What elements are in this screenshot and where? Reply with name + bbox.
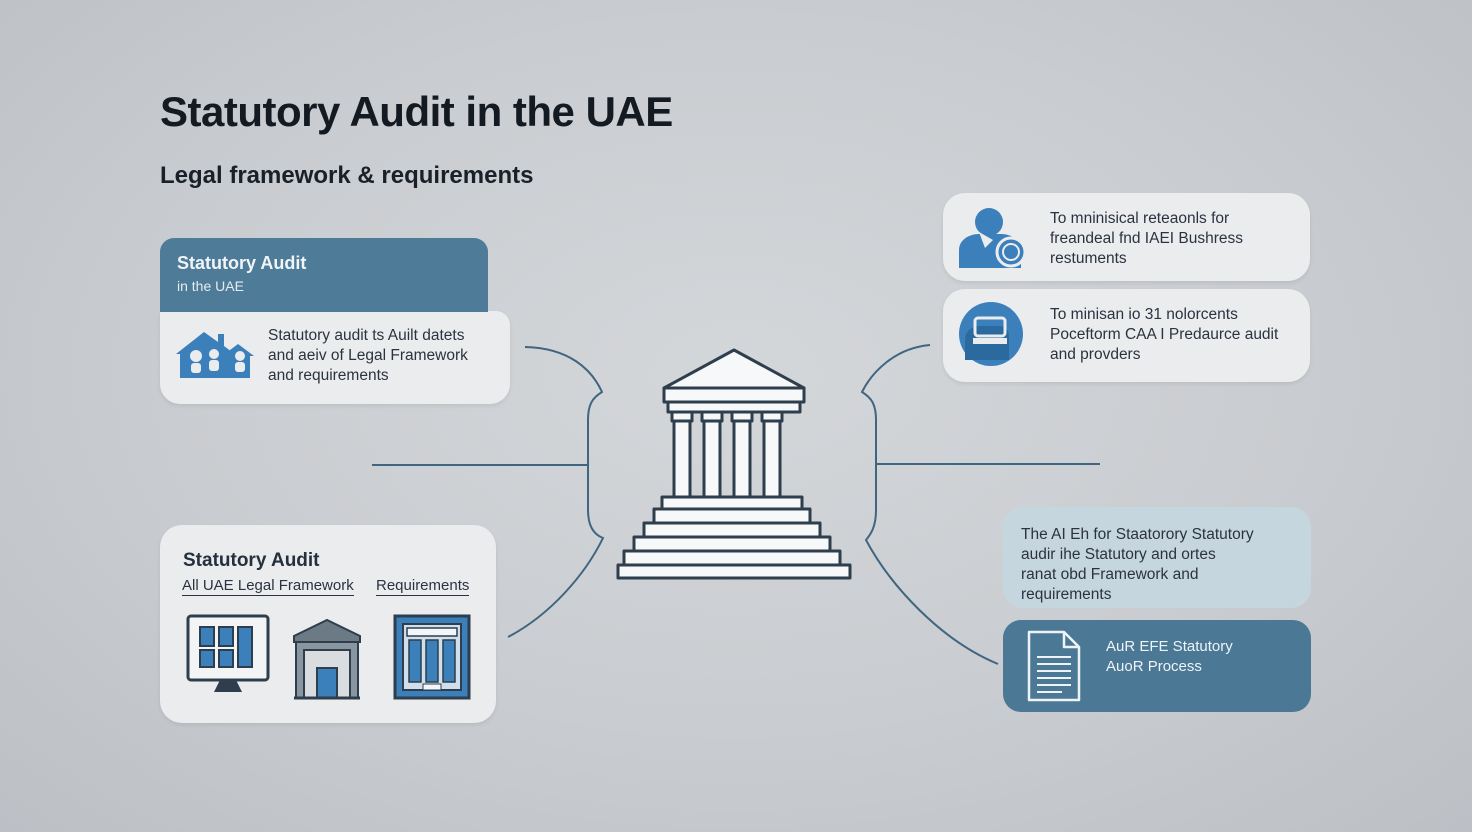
right-bottom-card-1 [1003,507,1311,608]
left-top-card-subtitle: in the UAE [177,278,244,294]
monitor-icon [186,614,272,698]
right-bottom-card-1-text: The AI Eh for Staatorory Statutory audir… [1021,526,1254,603]
left-bottom-card-subtitle-right: Requirements [376,577,470,596]
left-top-card-text: Statutory audit ts Auilt datets and aeiv… [268,327,468,384]
right-top-card-2-text: To minisan io 31 nolorcents Poceftorm CA… [1050,306,1279,363]
left-bottom-card-title: Statutory Audit [183,550,320,571]
building-icon [290,618,364,700]
right-top-card-1-text: To mninisical reteaonls for freandeal fn… [1050,210,1244,267]
page-subtitle: Legal framework & requirements [160,162,534,189]
left-top-card-title: Statutory Audit [177,253,307,273]
left-bottom-card-subtitle-left: All UAE Legal Framework [182,577,354,596]
left-top-card-header [160,238,488,312]
user-shield-icon [955,204,1031,270]
person-globe-icon [955,300,1027,368]
house-people-icon [174,326,254,382]
courthouse-icon [614,346,854,582]
document-icon [1026,629,1082,703]
document-panel-icon [393,614,473,702]
right-bottom-card-2-text: AuR EFE Statutory AuoR Process [1106,638,1233,675]
page-title: Statutory Audit in the UAE [160,88,673,135]
